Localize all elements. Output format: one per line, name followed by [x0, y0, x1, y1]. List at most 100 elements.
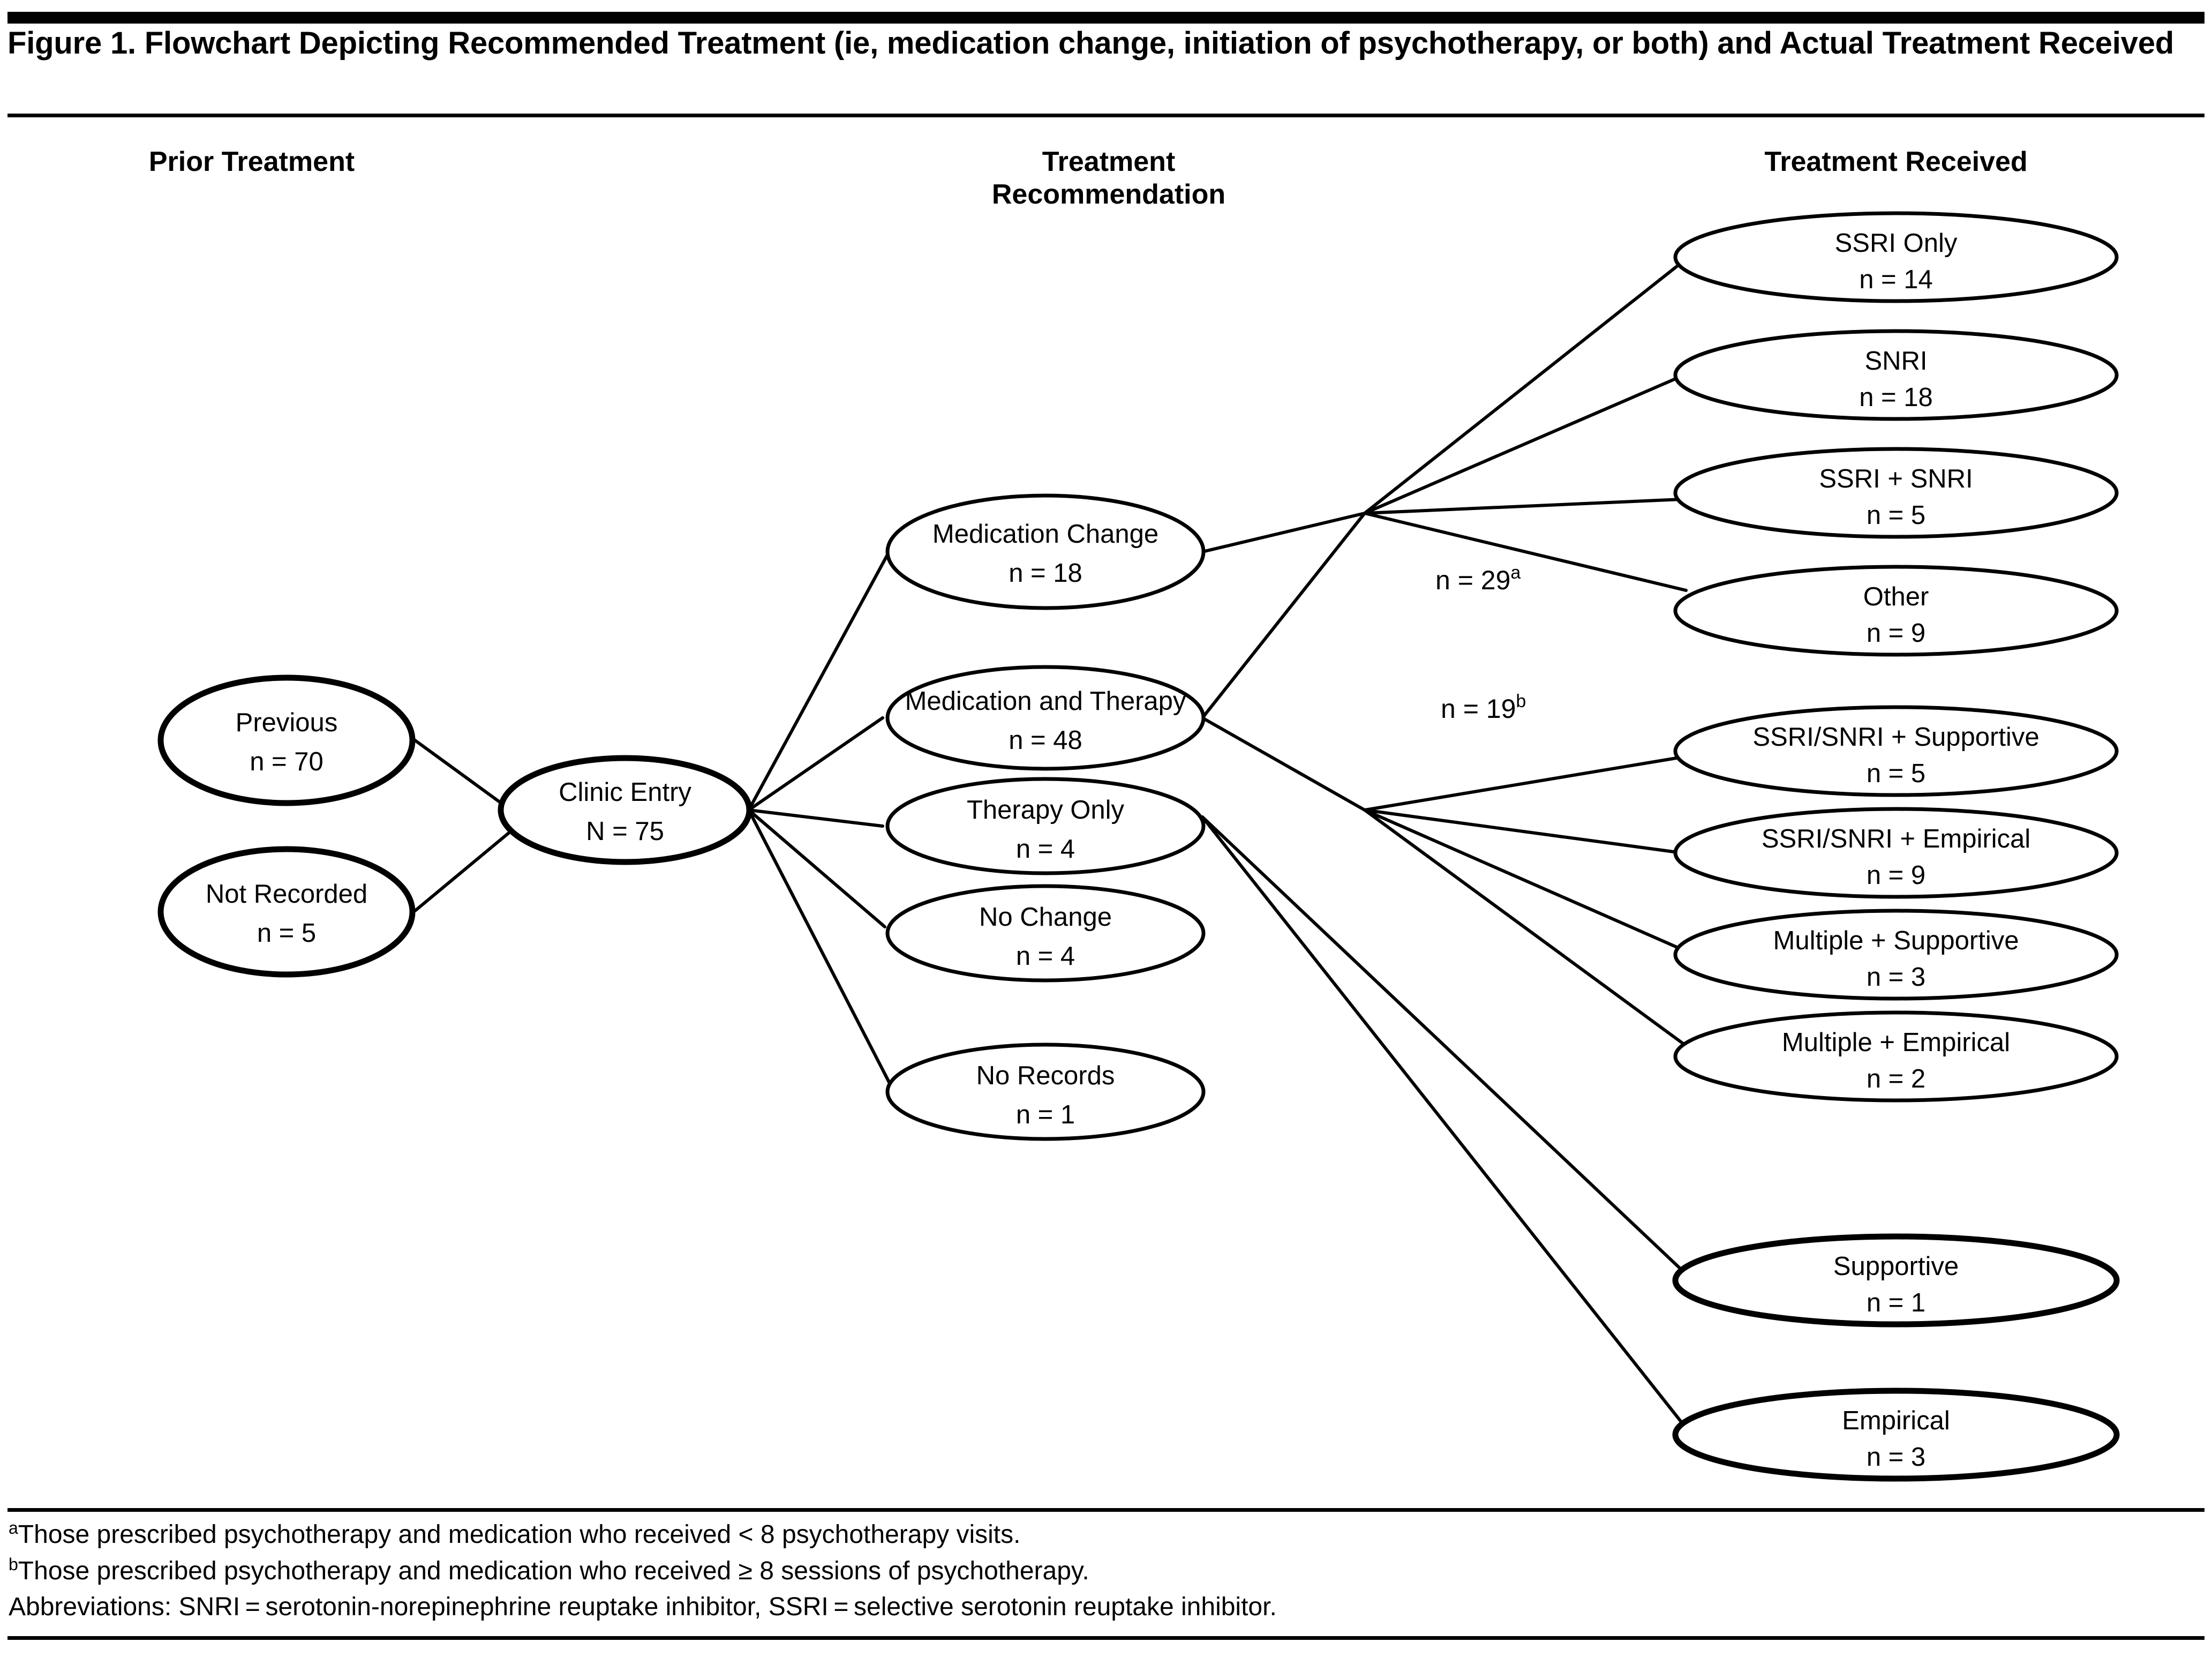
column-header-treatment-recommendation: Treatment Recommendation: [846, 146, 1371, 211]
edge-bottom-hub-to-multiple-supportive: [1363, 808, 1683, 951]
svg-text:n = 29a: n = 29a: [1435, 563, 1521, 595]
node-multiple-empirical[interactable]: Multiple + Empirical n = 2: [1673, 1010, 2119, 1103]
node-medication-change-count: n = 18: [1009, 559, 1082, 588]
node-empirical-label: Empirical: [1842, 1406, 1950, 1435]
node-ssri-snri-empirical-shape: [1673, 807, 2119, 899]
edge-clinic-entry-to-medication-change: [747, 550, 891, 812]
footnote-b: bThose prescribed psychotherapy and medi…: [9, 1553, 2194, 1589]
svg-text:n = 19b: n = 19b: [1441, 691, 1526, 724]
node-not-recorded[interactable]: Not Recorded n = 5: [157, 846, 416, 978]
node-multiple-supportive-label: Multiple + Supportive: [1773, 926, 2019, 955]
edge-clinic-entry-to-therapy-only: [747, 808, 884, 828]
flowchart-canvas: Previous n = 70 Not Recorded n = 5 Clini…: [157, 211, 2120, 1482]
node-medication-and-therapy-label: Medication and Therapy: [905, 687, 1186, 716]
edge-label-29-superscript: a: [1510, 563, 1521, 583]
edge-bottom-hub-to-multiple-empirical: [1363, 808, 1688, 1047]
node-supportive[interactable]: Supportive n = 1: [1672, 1233, 2120, 1328]
node-multiple-empirical-count: n = 2: [1867, 1064, 1925, 1093]
node-other-shape: [1673, 565, 2119, 657]
footnote-b-text: Those prescribed psychotherapy and medic…: [18, 1557, 1089, 1586]
edge-label-19-value: n = 19: [1441, 694, 1516, 724]
edge-medication-and-therapy-to-top-hub: [1201, 512, 1366, 719]
node-no-records-label: No Records: [976, 1061, 1115, 1090]
node-ssri-snri-supportive-label: SSRI/SNRI + Supportive: [1752, 723, 2039, 752]
node-therapy-only-shape: [885, 777, 1206, 875]
node-medication-and-therapy-count: n = 48: [1009, 726, 1082, 755]
edge-label-29-value: n = 29: [1435, 565, 1510, 595]
node-ssri-snri-label: SSRI + SNRI: [1819, 464, 1973, 493]
node-ssri-snri-empirical-count: n = 9: [1867, 861, 1925, 890]
node-medication-and-therapy[interactable]: Medication and Therapy n = 48: [885, 665, 1206, 771]
footnotes-block: aThose prescribed psychotherapy and medi…: [9, 1516, 2194, 1625]
node-ssri-snri-empirical[interactable]: SSRI/SNRI + Empirical n = 9: [1673, 807, 2119, 899]
node-snri[interactable]: SNRI n = 18: [1673, 329, 2119, 421]
node-medication-and-therapy-shape: [885, 665, 1206, 771]
edge-label-19: n = 19b: [1441, 691, 1526, 724]
footnote-a: aThose prescribed psychotherapy and medi…: [9, 1516, 2194, 1553]
node-no-records-shape: [885, 1043, 1206, 1141]
footnote-a-marker: a: [9, 1518, 18, 1538]
footnote-abbreviations: Abbreviations: SNRI = serotonin-norepine…: [9, 1593, 1277, 1622]
node-multiple-supportive[interactable]: Multiple + Supportive n = 3: [1673, 909, 2119, 1001]
edge-clinic-entry-to-no-change: [747, 808, 886, 928]
edge-top-hub-to-ssri-snri: [1363, 498, 1683, 515]
node-empirical-shape: [1672, 1388, 2120, 1482]
node-medication-change[interactable]: Medication Change n = 18: [885, 493, 1206, 610]
node-therapy-only[interactable]: Therapy Only n = 4: [885, 777, 1206, 875]
node-ssri-only-label: SSRI Only: [1835, 229, 1958, 258]
node-medication-change-shape: [885, 493, 1206, 610]
node-other[interactable]: Other n = 9: [1673, 565, 2119, 657]
node-snri-count: n = 18: [1859, 383, 1933, 412]
edge-medication-and-therapy-to-bottom-hub: [1201, 716, 1366, 812]
edge-top-hub-to-ssri-only: [1363, 257, 1689, 515]
node-not-recorded-shape: [157, 846, 416, 978]
node-clinic-entry-count: N = 75: [586, 817, 664, 846]
node-previous[interactable]: Previous n = 70: [157, 674, 416, 806]
column-header-prior-treatment: Prior Treatment: [148, 146, 355, 177]
node-supportive-count: n = 1: [1867, 1288, 1925, 1317]
edge-bottom-hub-to-ssri-snri-supportive: [1363, 755, 1688, 812]
node-multiple-empirical-label: Multiple + Empirical: [1782, 1028, 2010, 1057]
node-other-label: Other: [1863, 582, 1929, 611]
edge-medication-change-to-top-hub: [1201, 512, 1366, 553]
node-clinic-entry[interactable]: Clinic Entry N = 75: [498, 755, 753, 865]
edge-therapy-only-to-supportive: [1201, 815, 1689, 1277]
node-ssri-snri[interactable]: SSRI + SNRI n = 5: [1673, 447, 2119, 539]
node-ssri-only[interactable]: SSRI Only n = 14: [1673, 211, 2119, 303]
footnote-b-marker: b: [9, 1555, 18, 1574]
column-header-line-2: Recommendation: [991, 178, 1226, 210]
column-header-treatment-received: Treatment Received: [1764, 146, 2028, 177]
column-header-line-1: Treatment: [1042, 146, 1176, 177]
node-clinic-entry-shape: [498, 755, 753, 865]
node-supportive-label: Supportive: [1833, 1252, 1959, 1281]
node-other-count: n = 9: [1867, 619, 1925, 648]
figure-title: Figure 1. Flowchart Depicting Recommende…: [7, 26, 2174, 61]
node-therapy-only-count: n = 4: [1016, 835, 1075, 864]
node-previous-shape: [157, 674, 416, 806]
node-not-recorded-label: Not Recorded: [206, 880, 367, 909]
node-previous-count: n = 70: [250, 747, 323, 776]
edge-therapy-only-to-empirical: [1201, 815, 1689, 1431]
node-multiple-supportive-count: n = 3: [1867, 963, 1925, 992]
footnote-a-text: Those prescribed psychotherapy and medic…: [18, 1520, 1021, 1549]
edge-clinic-entry-to-no-records: [747, 808, 891, 1084]
node-clinic-entry-label: Clinic Entry: [559, 778, 691, 807]
node-no-change-count: n = 4: [1016, 942, 1075, 971]
node-ssri-snri-supportive-shape: [1673, 705, 2119, 797]
node-ssri-only-shape: [1673, 211, 2119, 303]
node-empirical[interactable]: Empirical n = 3: [1672, 1388, 2120, 1482]
node-no-change[interactable]: No Change n = 4: [885, 884, 1206, 983]
node-ssri-snri-empirical-label: SSRI/SNRI + Empirical: [1762, 824, 2030, 853]
node-ssri-only-count: n = 14: [1859, 265, 1933, 294]
node-ssri-snri-supportive[interactable]: SSRI/SNRI + Supportive n = 5: [1673, 705, 2119, 797]
edge-clinic-entry-to-medication-and-therapy: [747, 716, 884, 812]
node-empirical-count: n = 3: [1867, 1443, 1925, 1472]
node-not-recorded-count: n = 5: [257, 919, 316, 948]
top-rule: [7, 12, 2205, 24]
node-no-records[interactable]: No Records n = 1: [885, 1043, 1206, 1141]
node-previous-label: Previous: [236, 708, 338, 737]
node-supportive-shape: [1672, 1233, 2120, 1328]
node-no-change-shape: [885, 884, 1206, 983]
node-therapy-only-label: Therapy Only: [967, 796, 1125, 824]
